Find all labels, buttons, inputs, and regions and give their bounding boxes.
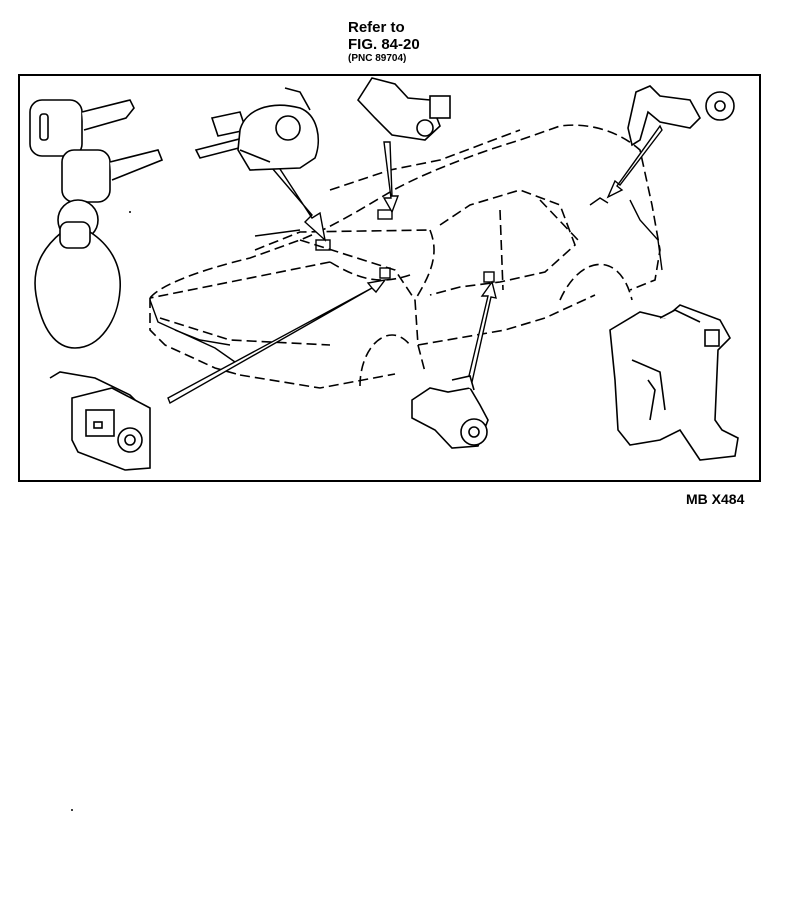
door-lock-cylinder-icon — [411, 375, 489, 449]
speck — [129, 211, 131, 213]
callout-label: Refer to FIG. 84-20 (PNC 89704) — [348, 19, 420, 65]
hatch-lock-icon — [627, 85, 735, 147]
diagram-frame — [18, 74, 761, 482]
refer-to-text: Refer to — [348, 19, 405, 36]
transponder-module-icon — [49, 371, 151, 471]
door-lock-assembly-icon — [609, 304, 739, 461]
diagram-code: MB X484 — [686, 491, 745, 507]
speck — [71, 809, 73, 811]
vehicle-body — [149, 124, 661, 389]
key-icon — [29, 99, 164, 349]
vehicle-body-solid — [149, 197, 663, 363]
figure-reference: FIG. 84-20 — [348, 36, 420, 53]
ignition-lock-icon — [194, 87, 319, 171]
back-door-lock-icon — [356, 77, 451, 141]
pnc-reference: (PNC 89704) — [348, 53, 407, 64]
pointer-arrows — [167, 124, 663, 405]
